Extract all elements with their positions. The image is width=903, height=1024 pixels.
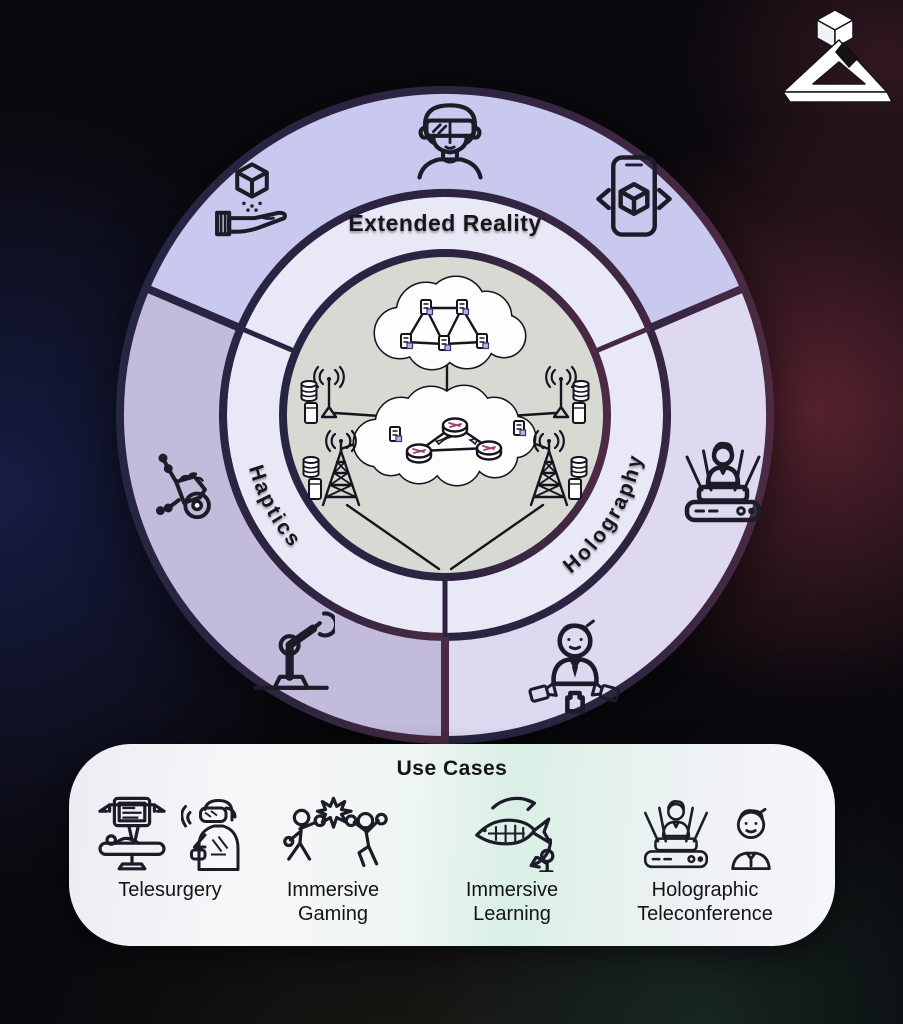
three-pillars-ring-diagram: Extended Reality Haptics Holography <box>115 85 775 744</box>
robotic-haptic-hand-icon <box>155 453 211 520</box>
surgical-robot-console-icon <box>98 796 166 871</box>
segment-extended-reality <box>141 85 749 333</box>
use-cases-title: Use Cases <box>396 757 508 780</box>
use-case-holographic-teleconference: Holographic Teleconference <box>595 784 815 927</box>
use-case-immersive-learning: Immersive Learning <box>437 784 587 927</box>
ring-diagram-area: Extended Reality Haptics Holography <box>95 65 795 765</box>
triangle-ribbon-icon <box>782 39 893 103</box>
hologram-projector-person-icon <box>684 441 762 523</box>
cube-icon <box>816 9 854 49</box>
edge-cloud <box>352 384 537 487</box>
network-illustration <box>300 275 590 571</box>
use-cases-panel: Use Cases <box>69 744 835 946</box>
fish-anatomy-learning-icon <box>475 796 555 872</box>
use-case-telesurgery: Telesurgery <box>75 784 265 902</box>
brand-logo <box>782 9 893 103</box>
use-case-label: Immersive Gaming <box>286 879 380 926</box>
volumetric-capture-person-icon <box>528 619 621 714</box>
fighting-players-icon <box>282 796 388 868</box>
hand-projecting-cube-icon <box>215 162 287 237</box>
segment-haptics <box>115 284 449 744</box>
use-case-immersive-gaming: Immersive Gaming <box>258 784 408 927</box>
extended-reality-label: Extended Reality <box>348 210 541 236</box>
smartphone-ar-cube-icon <box>596 155 672 237</box>
vr-surgeon-icon <box>181 799 240 871</box>
use-case-label: Holographic Teleconference <box>637 879 773 926</box>
segment-holography <box>441 284 775 744</box>
band-dividers <box>239 325 651 637</box>
use-case-label: Telesurgery <box>118 879 222 901</box>
robotic-arm-icon <box>253 611 335 690</box>
ar-glasses-person-icon <box>417 103 483 180</box>
conference-person-icon <box>731 807 771 871</box>
use-case-label: Immersive Learning <box>465 879 559 926</box>
core-cloud <box>373 275 527 371</box>
hologram-projector-person-icon <box>643 800 709 869</box>
